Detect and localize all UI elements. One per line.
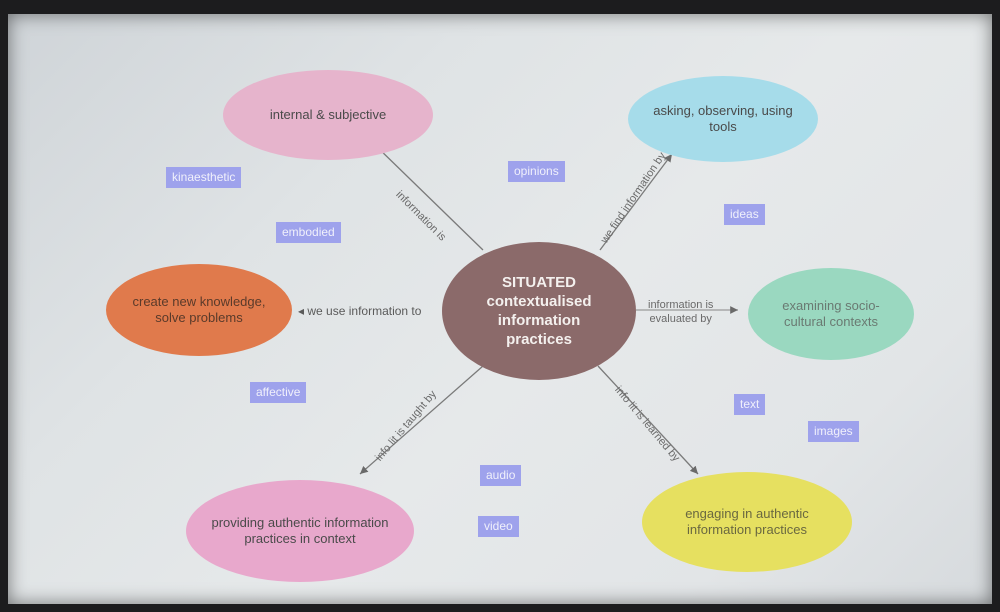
node-asking-observing: asking, observing, using tools: [628, 76, 818, 162]
node-create-knowledge: create new knowledge, solve problems: [106, 264, 292, 356]
center-line-2: contextualised: [486, 293, 592, 310]
node-examining-contexts: examining socio-cultural contexts: [748, 268, 914, 360]
tag-opinions: opinions: [508, 161, 565, 182]
node-providing-authentic: providing authentic information practice…: [186, 480, 414, 582]
tag-audio: audio: [480, 465, 522, 486]
edge-line-bottom-right: [597, 365, 699, 475]
tag-kinaesthetic: kinaesthetic: [166, 167, 242, 188]
tag-images: images: [808, 421, 859, 442]
edge-line-top-left: [373, 143, 484, 251]
tag-text: text: [734, 394, 766, 415]
center-line-4: practices: [506, 331, 572, 348]
center-node: SITUATED contextualised information prac…: [442, 242, 636, 380]
center-line-3: information: [497, 312, 581, 329]
center-title: SITUATED: [502, 274, 576, 291]
tag-ideas: ideas: [724, 204, 765, 225]
connector-lines: [359, 143, 738, 475]
edge-label-information-evaluated: information is evaluated by: [648, 299, 714, 325]
node-internal-subjective: internal & subjective: [223, 70, 433, 160]
edge-line-bottom-left: [359, 365, 484, 475]
tag-embodied: embodied: [276, 222, 341, 243]
edge-label-we-use-information-to: ◂ we use information to: [298, 304, 422, 318]
tag-affective: affective: [250, 382, 307, 403]
left-arrow-icon: ◂: [298, 304, 305, 318]
tag-video: video: [478, 516, 519, 537]
slide: internal & subjective asking, observing,…: [8, 14, 992, 604]
node-engaging-authentic: engaging in authentic information practi…: [642, 472, 852, 572]
edge-line-top-right: [599, 153, 673, 251]
